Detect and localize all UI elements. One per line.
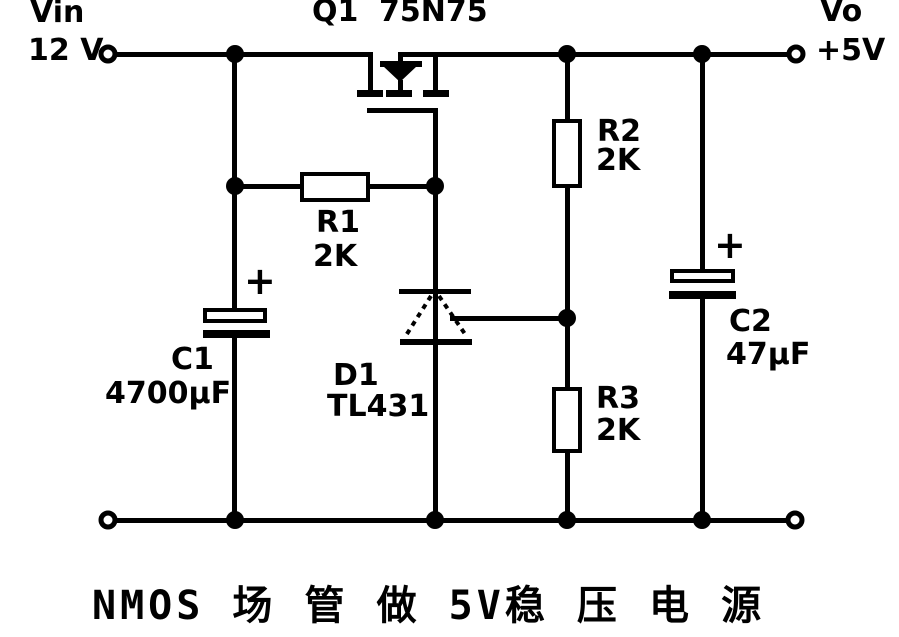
body-diode-stub-wire — [398, 52, 403, 63]
r1-left-lead-wire — [237, 184, 300, 189]
mosfet-source-drop-wire — [433, 52, 438, 92]
r2-r3-mid-wire — [565, 188, 570, 389]
c1-polarity-plus: + — [244, 259, 276, 303]
c1-ref-label: C1 — [171, 342, 214, 377]
c2-ref-label: C2 — [729, 304, 772, 339]
gnd-left-terminal — [98, 510, 118, 530]
r3-bottom-lead-wire — [565, 451, 570, 520]
d1-part-label: TL431 — [327, 389, 430, 424]
r1-ref-label: R1 — [316, 205, 360, 240]
vin-value: 12 V — [28, 33, 104, 68]
c1-bottom-plate — [203, 330, 270, 338]
body-diode-triangle — [383, 66, 417, 82]
c1-branch-wire-lower — [232, 336, 237, 520]
c2-value-label: 47µF — [726, 337, 811, 372]
c1-top-plate — [203, 308, 267, 323]
r3-ref-label: R3 — [596, 381, 640, 416]
mosfet-drain-drop-wire — [368, 52, 373, 92]
mosfet-body-contact-bar — [386, 90, 412, 97]
junction-dot — [558, 511, 576, 529]
r3-value-label: 2K — [596, 413, 641, 448]
junction-dot — [693, 45, 711, 63]
r2-top-lead-wire — [565, 52, 570, 121]
q1-part-label: 75N75 — [379, 0, 488, 29]
body-diode-stem-wire — [398, 80, 403, 92]
r1-resistor-body — [300, 172, 370, 202]
r1-value-label: 2K — [313, 239, 358, 274]
mosfet-source-contact-bar — [423, 90, 449, 97]
r2-value-label: 2K — [596, 143, 641, 178]
diagram-caption: NMOS 场 管 做 5V稳 压 电 源 — [92, 583, 766, 629]
bottom-rail-wire — [115, 518, 787, 523]
c2-bottom-lead-wire — [700, 297, 705, 520]
junction-dot — [426, 511, 444, 529]
top-rail-right-wire — [398, 52, 788, 57]
d1-dashed-edge-right — [437, 294, 469, 339]
c2-bottom-plate — [669, 291, 736, 299]
r2-resistor-body — [552, 119, 582, 188]
junction-dot — [226, 45, 244, 63]
top-rail-left-wire — [115, 52, 373, 57]
r1-right-lead-wire — [368, 184, 433, 189]
vo-terminal — [786, 44, 806, 64]
vo-value: +5V — [816, 33, 886, 68]
vin-label: Vin — [30, 0, 85, 30]
junction-dot — [558, 45, 576, 63]
q1-ref-label: Q1 — [312, 0, 359, 29]
gnd-right-terminal — [785, 510, 805, 530]
d1-ref-label: D1 — [333, 358, 379, 393]
d1-reference-wire — [450, 316, 567, 321]
junction-dot — [426, 177, 444, 195]
d1-dashed-edge-left — [403, 294, 433, 339]
c2-polarity-plus: + — [714, 223, 746, 267]
mosfet-drain-contact-bar — [357, 90, 383, 97]
c2-top-plate — [670, 269, 735, 283]
vin-terminal — [98, 44, 118, 64]
junction-dot — [226, 511, 244, 529]
mosfet-gate-plate — [367, 108, 437, 113]
c2-top-lead-wire — [700, 52, 705, 271]
r2-ref-label: R2 — [597, 114, 641, 149]
c1-value-label: 4700µF — [105, 376, 232, 411]
vo-label: Vo — [820, 0, 863, 29]
junction-dot — [226, 177, 244, 195]
junction-dot — [558, 309, 576, 327]
gate-feedback-wire — [433, 108, 438, 520]
r3-resistor-body — [552, 387, 582, 453]
body-diode-cathode-bar — [380, 61, 422, 67]
d1-anode-base-bar — [400, 339, 472, 345]
d1-cathode-bar — [399, 289, 471, 294]
junction-dot — [693, 511, 711, 529]
